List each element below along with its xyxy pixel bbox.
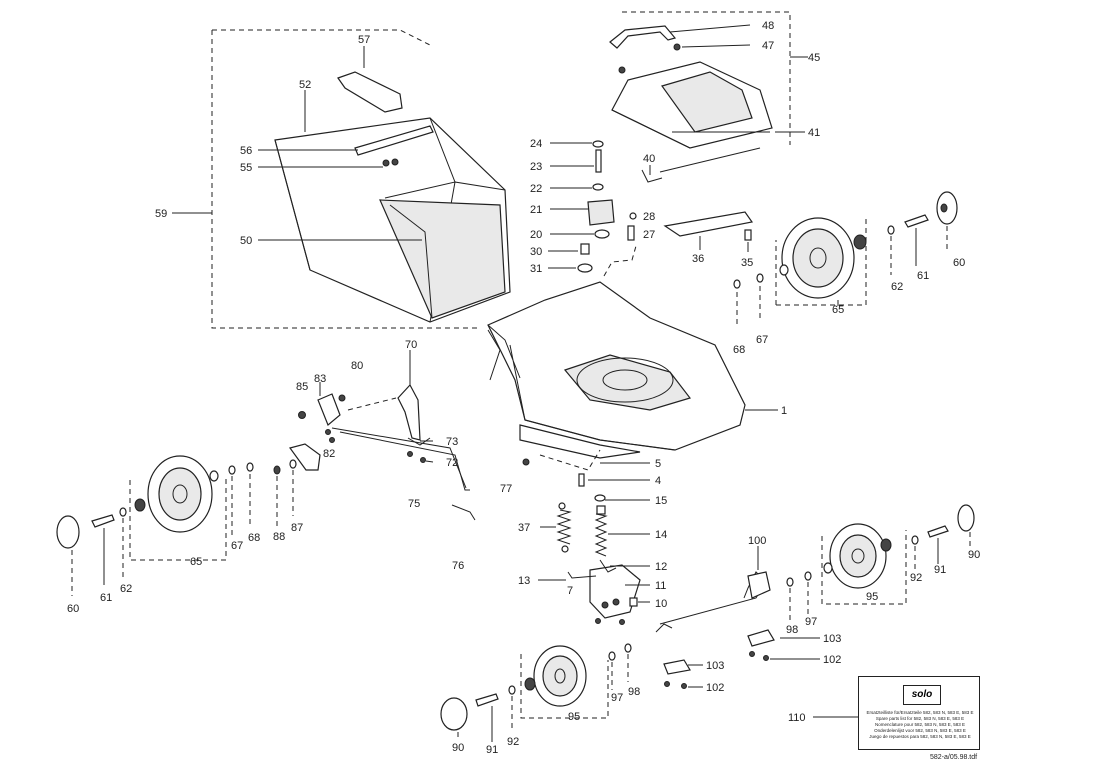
label-20: 20 bbox=[530, 229, 542, 241]
part-number-labels: 57 52 56 55 59 50 48 47 45 41 40 24 23 2… bbox=[67, 20, 980, 756]
leader-lines bbox=[258, 24, 858, 718]
label-14: 14 bbox=[655, 529, 667, 541]
label-5: 5 bbox=[655, 458, 661, 470]
spring-blade-holder bbox=[522, 449, 641, 625]
label-50: 50 bbox=[240, 235, 252, 247]
label-85: 85 bbox=[296, 381, 308, 393]
label-83: 83 bbox=[314, 373, 326, 385]
label-48: 48 bbox=[762, 20, 774, 32]
legend-box: solo Ersatzteilliste für/Ersatzteile 582… bbox=[858, 676, 980, 750]
label-21: 21 bbox=[530, 204, 542, 216]
label-62-right: 62 bbox=[891, 281, 903, 293]
label-57: 57 bbox=[358, 34, 370, 46]
label-95-right: 95 bbox=[866, 591, 878, 603]
height-adjust-linkage bbox=[289, 383, 476, 521]
legend-line: Nomenclature pour 582, 583 N, 583 E, 583… bbox=[874, 722, 966, 727]
document-code: 582-a/05.98.tdf bbox=[930, 754, 978, 761]
label-31: 31 bbox=[530, 263, 542, 275]
label-62-left: 62 bbox=[120, 583, 132, 595]
label-87: 87 bbox=[291, 522, 303, 534]
label-98-bottom: 98 bbox=[628, 686, 640, 698]
label-100: 100 bbox=[748, 535, 766, 547]
label-15: 15 bbox=[655, 495, 667, 507]
label-72: 72 bbox=[446, 457, 458, 469]
label-65-left: 65 bbox=[190, 556, 202, 568]
label-88: 88 bbox=[273, 531, 285, 543]
label-65-right: 65 bbox=[832, 304, 844, 316]
mower-deck bbox=[487, 281, 778, 459]
label-40: 40 bbox=[643, 153, 655, 165]
label-80: 80 bbox=[351, 360, 363, 372]
label-92-bottom: 92 bbox=[507, 736, 519, 748]
label-95-bottom: 95 bbox=[568, 711, 580, 723]
label-67-left: 67 bbox=[231, 540, 243, 552]
label-13: 13 bbox=[518, 575, 530, 587]
label-91-bottom: 91 bbox=[486, 744, 498, 756]
label-103-bottom: 103 bbox=[706, 660, 724, 672]
label-23: 23 bbox=[530, 161, 542, 173]
center-hardware bbox=[577, 140, 754, 277]
label-7: 7 bbox=[567, 585, 573, 597]
label-12: 12 bbox=[655, 561, 667, 573]
label-55: 55 bbox=[240, 162, 252, 174]
label-77: 77 bbox=[500, 483, 512, 495]
label-90-right: 90 bbox=[968, 549, 980, 561]
label-11: 11 bbox=[655, 580, 666, 592]
label-76: 76 bbox=[452, 560, 464, 572]
label-73: 73 bbox=[446, 436, 458, 448]
legend-line: Spare parts list for 582, 583 N, 583 E, … bbox=[875, 716, 965, 721]
label-82: 82 bbox=[323, 448, 335, 460]
label-60-left: 60 bbox=[67, 603, 79, 615]
front-left-wheel-group bbox=[56, 455, 297, 596]
legend-line: Onderdelenlijst voor 582, 583 N, 583 E, … bbox=[874, 728, 966, 733]
label-97-bottom: 97 bbox=[611, 692, 623, 704]
label-28: 28 bbox=[643, 211, 655, 223]
label-60-right: 60 bbox=[953, 257, 965, 269]
label-75: 75 bbox=[408, 498, 420, 510]
label-61-left: 61 bbox=[100, 592, 112, 604]
label-45: 45 bbox=[808, 52, 820, 64]
label-35: 35 bbox=[741, 257, 753, 269]
label-90-bottom: 90 bbox=[452, 742, 464, 754]
label-56: 56 bbox=[240, 145, 252, 157]
right-front-wheel-group bbox=[655, 504, 975, 661]
legend-text: Ersatzteilliste für/Ersatzteile 582, 583… bbox=[862, 710, 978, 740]
label-30: 30 bbox=[530, 246, 542, 258]
label-22: 22 bbox=[530, 183, 542, 195]
label-41: 41 bbox=[808, 127, 820, 139]
label-4: 4 bbox=[655, 475, 661, 487]
label-102-bottom: 102 bbox=[706, 682, 724, 694]
grass-catcher-group bbox=[172, 29, 511, 329]
label-92-right: 92 bbox=[910, 572, 922, 584]
label-98-right: 98 bbox=[786, 624, 798, 636]
label-59: 59 bbox=[155, 208, 167, 220]
label-61-right: 61 bbox=[917, 270, 929, 282]
label-67-right: 67 bbox=[756, 334, 768, 346]
label-91-right: 91 bbox=[934, 564, 946, 576]
label-103-right: 103 bbox=[823, 633, 841, 645]
label-110: 110 bbox=[788, 712, 806, 724]
label-52: 52 bbox=[299, 79, 311, 91]
cover-group bbox=[609, 11, 808, 183]
label-70: 70 bbox=[405, 339, 417, 351]
label-68-right: 68 bbox=[733, 344, 745, 356]
label-47: 47 bbox=[762, 40, 774, 52]
label-97-right: 97 bbox=[805, 616, 817, 628]
label-1: 1 bbox=[781, 405, 787, 417]
label-10: 10 bbox=[655, 598, 667, 610]
label-68-left: 68 bbox=[248, 532, 260, 544]
label-36: 36 bbox=[692, 253, 704, 265]
label-24: 24 bbox=[530, 138, 542, 150]
rear-right-wheel-group bbox=[733, 191, 958, 328]
legend-line: Ersatzteilliste für/Ersatzteile 582, 583… bbox=[866, 710, 974, 715]
brand-logo: solo bbox=[903, 685, 941, 705]
bottom-wheel-group bbox=[440, 643, 691, 742]
label-37: 37 bbox=[518, 522, 530, 534]
legend-line: Juego de repuestos para 582, 583 N, 583 … bbox=[869, 734, 971, 739]
label-102-right: 102 bbox=[823, 654, 841, 666]
label-27: 27 bbox=[643, 229, 655, 241]
